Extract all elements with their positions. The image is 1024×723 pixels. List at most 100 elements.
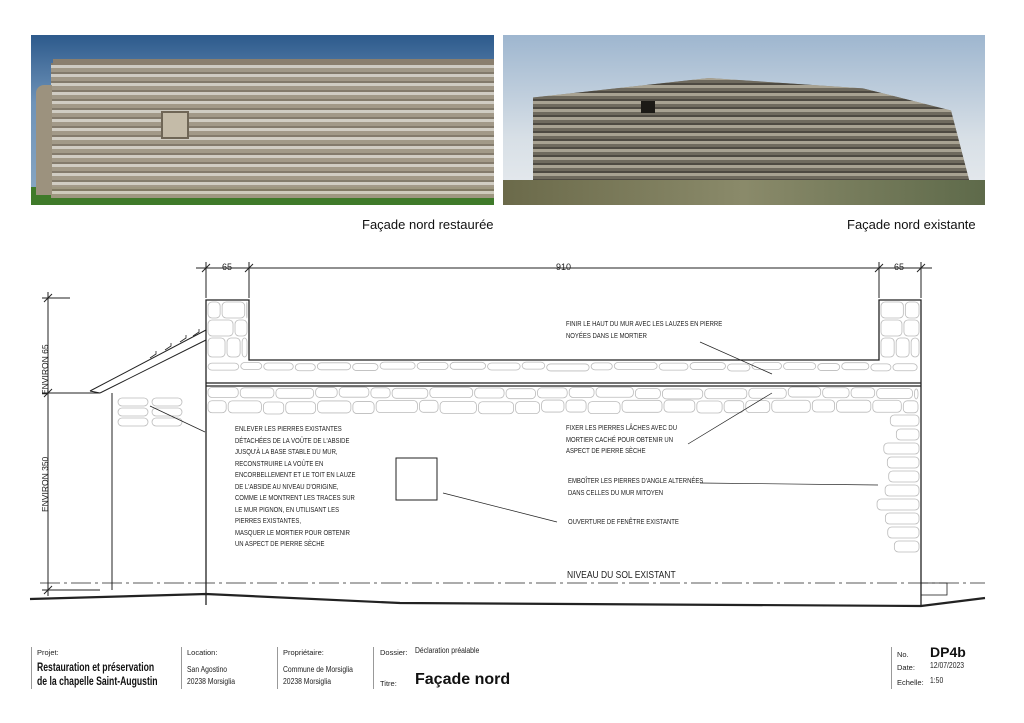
note-window: OUVERTURE DE FENÊTRE EXISTANTE (568, 519, 679, 526)
stone-outline (241, 337, 248, 358)
stone-outline (841, 362, 870, 371)
stone-outline (621, 399, 663, 413)
stone-outline (880, 319, 903, 337)
stone-outline (771, 399, 811, 413)
stone-outline (893, 540, 920, 553)
stone-outline (439, 400, 477, 414)
stone-outline (886, 456, 920, 469)
stone-outline (263, 401, 285, 415)
stone-outline (658, 362, 689, 371)
stone-outline (587, 401, 621, 415)
photo-restored-facade (31, 35, 494, 205)
stone-outline (613, 361, 658, 370)
wall-outline (205, 299, 922, 605)
stone-outline (537, 387, 568, 399)
stone-outline (892, 363, 918, 372)
stone-outline (689, 362, 726, 370)
stone-outline (876, 388, 913, 399)
stone-outline (704, 388, 748, 400)
stone-outline (151, 407, 183, 417)
caption-restored: Façade nord restaurée (362, 217, 494, 232)
stone-outline (748, 387, 787, 399)
stone-outline (817, 363, 841, 371)
stone-outline (207, 387, 239, 398)
stone-outline (487, 362, 521, 371)
stone-outline (895, 428, 920, 441)
stone-outline (903, 319, 920, 337)
stone-outline (783, 362, 817, 371)
note-top: FINIR LE HAUT DU MUR AVEC LES LAUZES EN … (566, 321, 723, 340)
stone-outline (316, 362, 352, 371)
stone-outline (391, 387, 429, 399)
stone-outline (352, 363, 379, 371)
stone-outline (902, 400, 919, 414)
stone-outline (515, 401, 540, 415)
stone-outline (662, 388, 704, 400)
stone-outline (370, 387, 391, 399)
stone-outline (895, 337, 910, 358)
stone-outline (207, 319, 234, 337)
stone-outline (889, 414, 920, 427)
apse-roof (89, 329, 207, 590)
stone-outline (227, 400, 262, 414)
stone-outline (904, 301, 920, 319)
dim-top-height: ENVIRON 65 (40, 344, 50, 395)
ground-line (29, 592, 986, 608)
stone-outline (910, 337, 920, 358)
stone-outline (745, 400, 771, 413)
stone-outline (117, 417, 149, 427)
stone-outline (884, 512, 920, 525)
stone-outline (207, 301, 221, 319)
stone-outline (568, 387, 595, 398)
stone-outline (221, 301, 246, 319)
stone-outline (880, 337, 895, 358)
stone-outline (117, 397, 149, 407)
stone-outline (151, 397, 183, 407)
stone-outline (836, 399, 872, 413)
stone-outline (870, 363, 892, 372)
stone-outline (375, 400, 418, 413)
stone-outline (234, 319, 248, 337)
stone-outline (317, 400, 352, 414)
stone-outline (207, 362, 240, 371)
date: 12/07/2023 (930, 661, 965, 670)
stone-outline (505, 388, 536, 400)
stone-outline (151, 417, 183, 427)
stone-outline (285, 401, 316, 415)
caption-existing: Façade nord existante (847, 217, 976, 232)
stone-outline (240, 362, 263, 370)
stone-outline (207, 337, 226, 358)
stone-outline (727, 363, 751, 372)
stone-outline (449, 361, 486, 370)
stone-outline (546, 363, 590, 372)
stone-outline (595, 386, 634, 398)
stone-outline (263, 362, 294, 371)
stone-outline (352, 401, 375, 414)
stone-outline (474, 387, 505, 399)
stone-outline (565, 399, 587, 413)
stone-outline (751, 362, 782, 370)
stone-outline (872, 399, 902, 413)
note-ground-level: NIVEAU DU SOL EXISTANT (567, 570, 676, 581)
stone-outline (723, 400, 745, 414)
stone-outline (226, 337, 241, 358)
stone-outline (850, 387, 876, 399)
dim-center: 910 (556, 262, 572, 272)
stone-outline (294, 363, 316, 372)
stone-outline (541, 399, 565, 413)
stone-outline (876, 498, 920, 511)
sheet-title: Façade nord (415, 671, 511, 688)
stone-outline (811, 399, 835, 413)
stone-outline (478, 401, 515, 415)
dossier: Déclaration préalable (415, 646, 480, 655)
scale: 1:50 (930, 676, 944, 685)
stone-outline (887, 526, 920, 539)
stone-outline (275, 387, 315, 399)
stone-outline (590, 362, 613, 371)
north-elevation-drawing (29, 262, 986, 608)
stone-outline (634, 388, 661, 399)
